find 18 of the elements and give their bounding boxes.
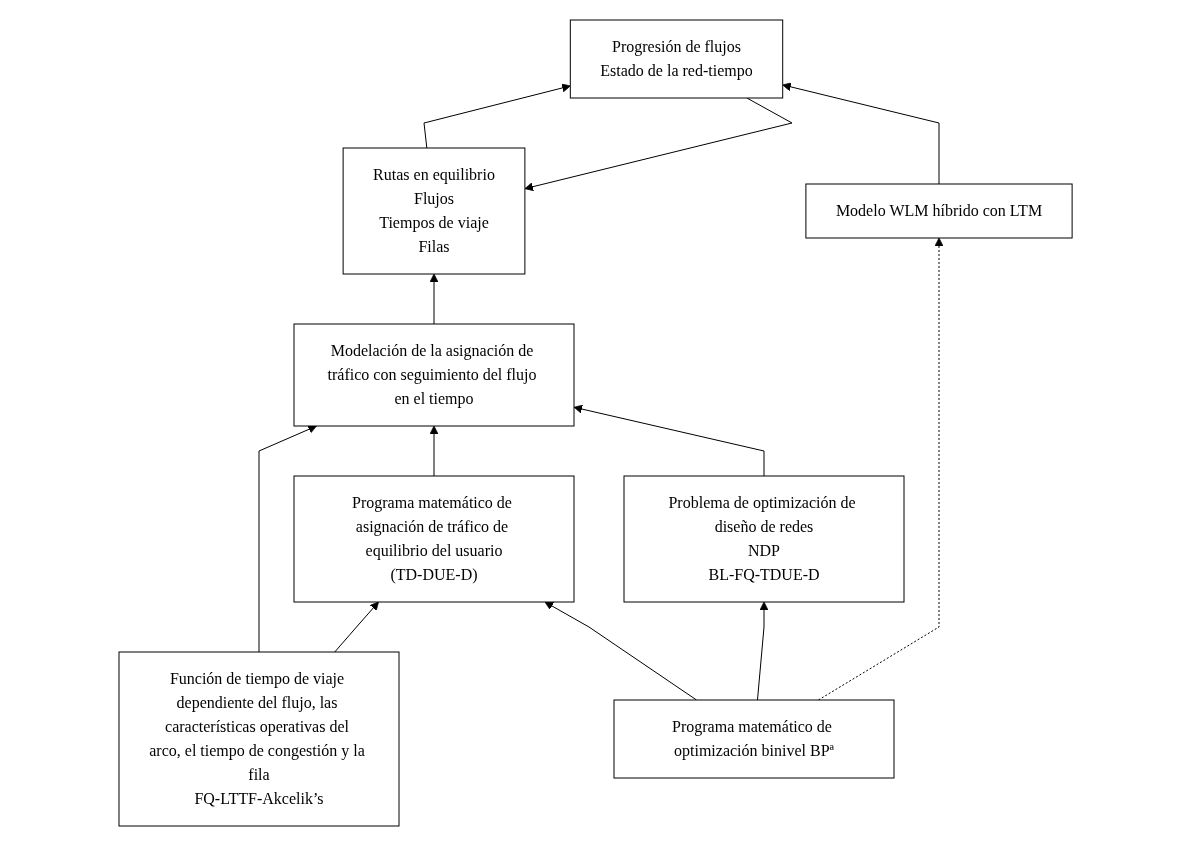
arrow (429, 425, 439, 477)
node-box: Modelación de la asignación de tráfico con seguimiento del flujo en el tiempo (293, 323, 575, 427)
arrow (423, 83, 571, 149)
arrow (524, 97, 793, 192)
arrow (756, 601, 769, 701)
arrow (334, 601, 379, 653)
node-box: Progresión de flujos Estado de la red-tiempo (569, 19, 784, 99)
arrow (573, 404, 765, 477)
node-box: Modelo WLM híbrido con LTM (805, 183, 1073, 239)
arrow (258, 425, 317, 653)
arrow (782, 82, 940, 185)
node-box: Programa matemático de asignación de tráfico de equilibrio del usuario (TD-DUE-D) (293, 475, 575, 603)
node-box: Rutas en equilibrio Flujos Tiempos de viaje Filas (342, 147, 526, 275)
node-box: Función de tiempo de viaje dependiente del flujo, las características operativas del arco, el tiempo de congestión y la fila FQ-LTTF-Akcelik’s (118, 651, 400, 827)
arrow (429, 273, 439, 325)
arrow (544, 601, 697, 701)
node-box: Programa matemático de optimización binivel BPª (613, 699, 895, 779)
node-box: Problema de optimización de diseño de redes NDP BL-FQ-TDUE-D (623, 475, 905, 603)
